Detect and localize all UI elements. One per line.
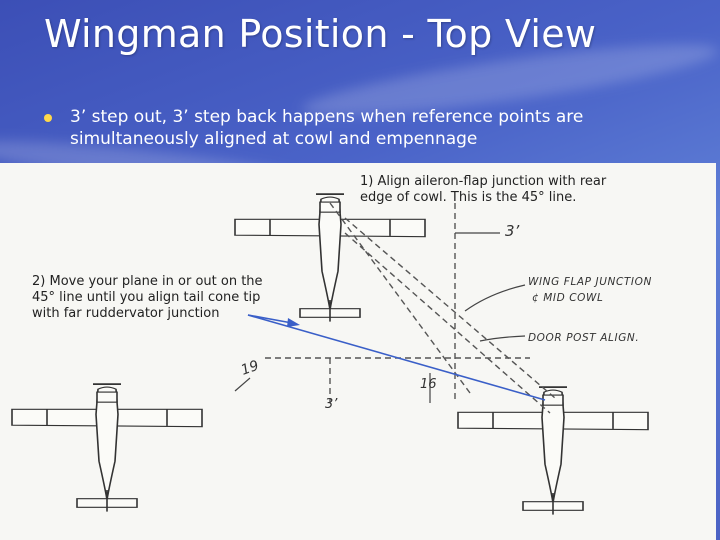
formation-diagram: 3’ WING FLAP JUNCTION ¢ MID COWL DOOR PO… — [0, 163, 716, 540]
callout-lines — [234, 232, 526, 403]
slide-title: Wingman Position - Top View — [44, 12, 597, 56]
label-3ft-bottom: 3’ — [325, 397, 338, 412]
bullet-item: 3’ step out, 3’ step back happens when r… — [44, 106, 684, 150]
alignment-line — [247, 314, 546, 401]
left-wingman-airplane — [10, 382, 204, 513]
label-door-post: DOOR POST ALIGN. — [528, 332, 639, 344]
label-wing-flap: WING FLAP JUNCTION — [528, 276, 652, 288]
label-3ft-top: 3’ — [505, 222, 520, 240]
alignment-arrow — [247, 314, 293, 324]
bullet-text: 3’ step out, 3’ step back happens when r… — [70, 107, 584, 149]
note-step-2: 2) Move your plane in or out on the 45° … — [32, 274, 263, 321]
diagram-drawing: 3’ WING FLAP JUNCTION ¢ MID COWL DOOR PO… — [10, 192, 652, 516]
label-mid-cowl: ¢ MID COWL — [532, 292, 603, 304]
bullet-dot — [44, 114, 52, 122]
note-step-1: 1) Align aileron-flap junction with rear… — [360, 174, 607, 205]
right-wingman-airplane — [456, 385, 650, 516]
label-19: 19 — [239, 358, 261, 379]
label-16: 16 — [420, 377, 437, 392]
alignment-arrowhead — [287, 318, 300, 327]
